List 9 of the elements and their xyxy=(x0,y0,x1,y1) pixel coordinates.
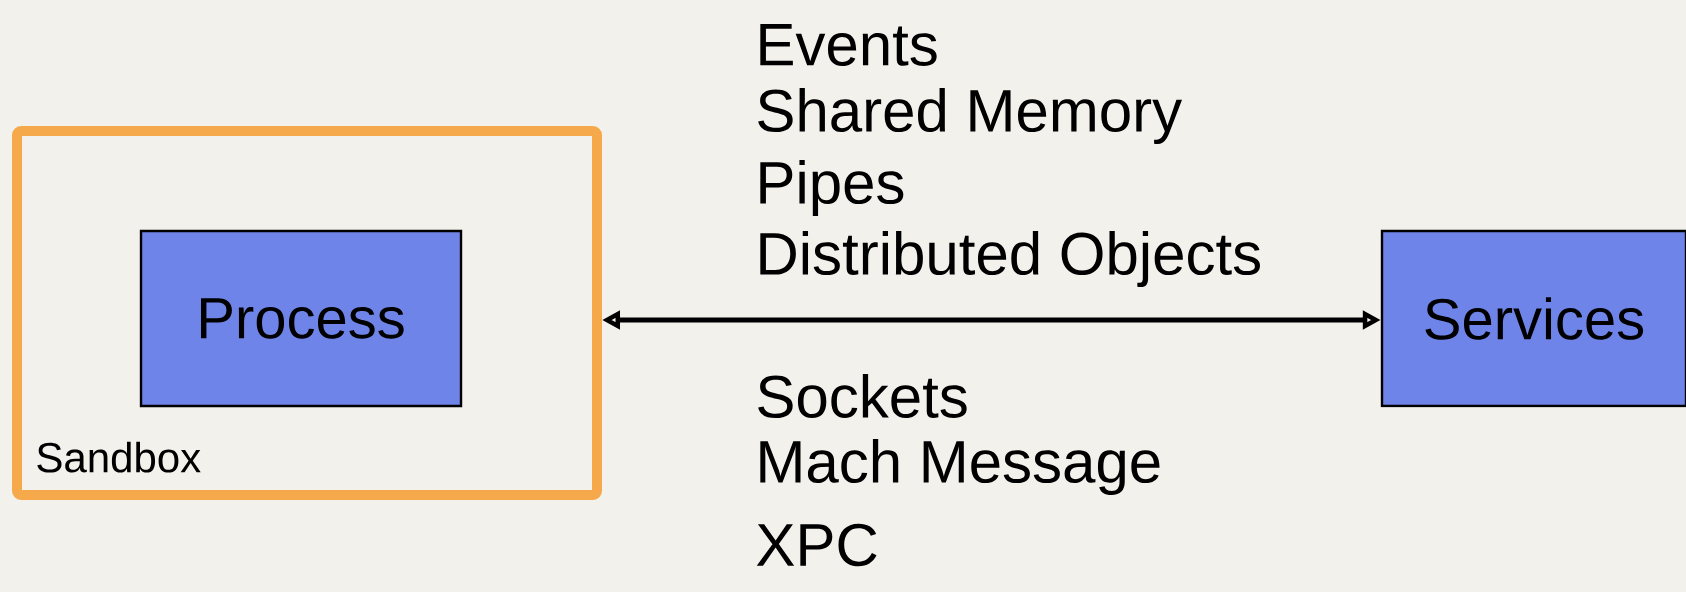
protocol-label: Distributed Objects xyxy=(760,231,1260,287)
services-box: Services xyxy=(1380,229,1686,408)
protocol-label: Mach Message xyxy=(760,439,1160,495)
protocol-label: Pipes xyxy=(760,160,904,216)
protocol-label: Shared Memory xyxy=(758,88,1182,144)
protocol-label: XPC xyxy=(756,523,877,567)
process-box: Process xyxy=(139,229,463,408)
protocol-label: Sockets xyxy=(758,373,967,419)
protocol-label: Events xyxy=(760,24,937,66)
